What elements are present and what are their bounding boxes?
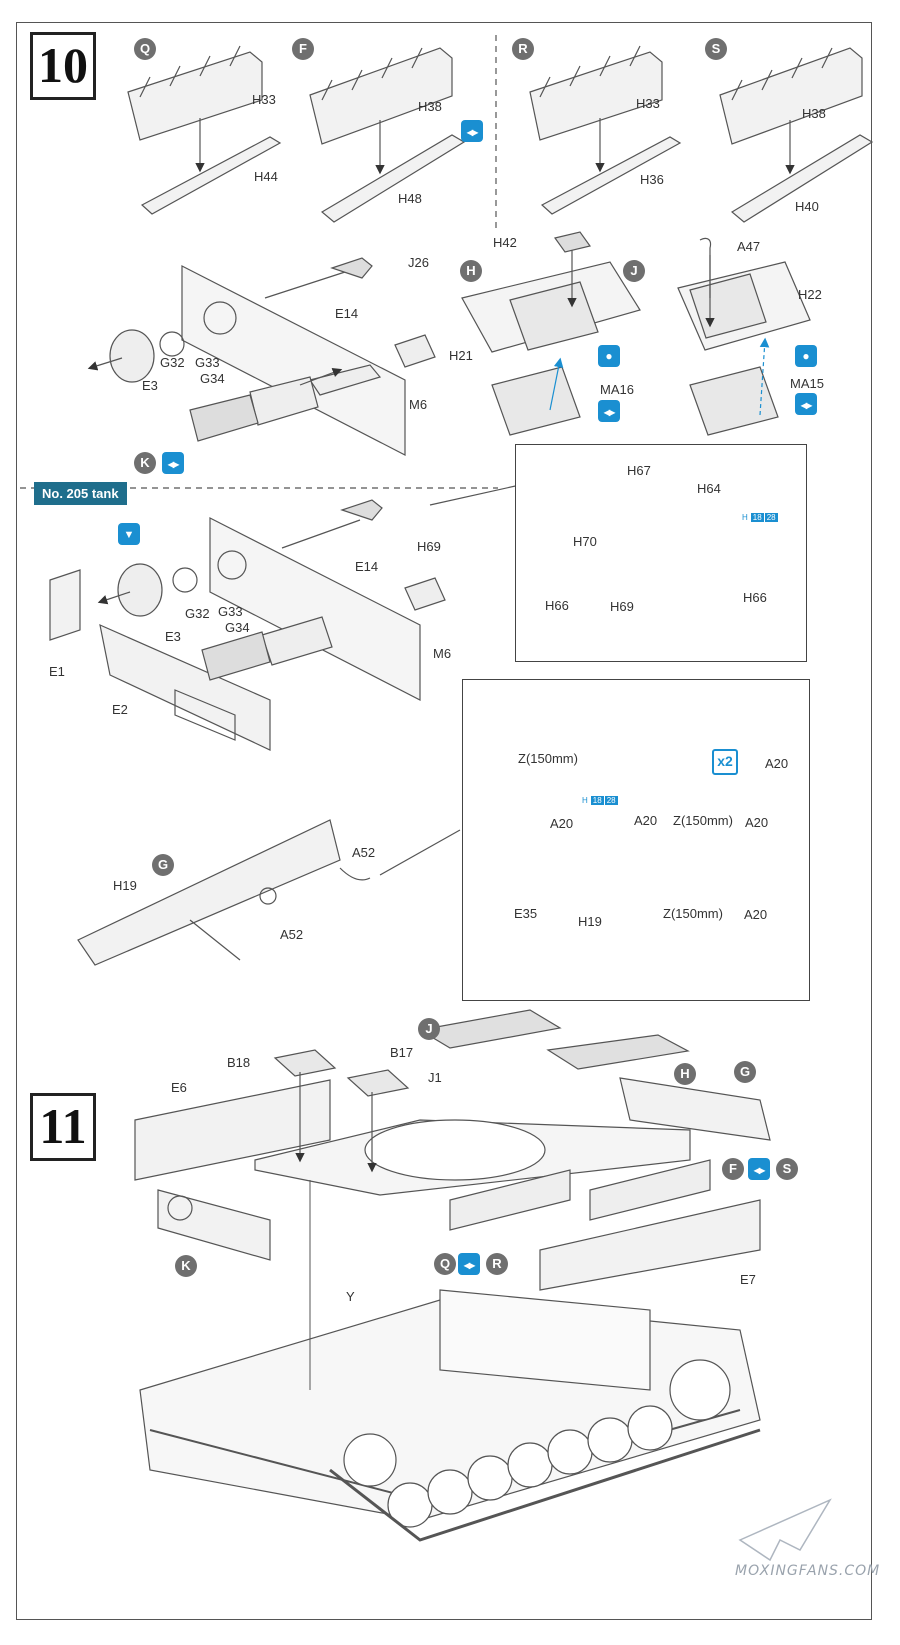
variant-marker-s-step11: S (776, 1158, 798, 1180)
quantity-multiplier: x2 (712, 749, 738, 775)
part-label: H48 (398, 191, 422, 206)
part-label: G32 (185, 606, 210, 621)
part-label: H38 (418, 99, 442, 114)
page-frame (16, 22, 872, 1620)
part-label: H33 (636, 96, 660, 111)
part-label: A20 (634, 813, 658, 828)
part-label: H66 (545, 598, 569, 613)
part-label: H36 (640, 172, 664, 187)
part-label: E2 (112, 702, 128, 717)
part-label: A52 (352, 845, 376, 860)
variant-marker-k: K (134, 452, 156, 474)
part-label: H69 (417, 539, 441, 554)
part-label: H70 (573, 534, 597, 549)
variant-marker-j-step11: J (418, 1018, 440, 1040)
variant-marker-g-step11: G (734, 1061, 756, 1083)
part-label: G33 (218, 604, 243, 619)
part-label: E14 (355, 559, 379, 574)
part-label: E6 (171, 1080, 187, 1095)
variant-marker-f: F (292, 38, 314, 60)
part-label: A52 (280, 927, 304, 942)
variant-marker-r: R (512, 38, 534, 60)
glue-drop-icon (598, 345, 620, 367)
part-label: G32 (160, 355, 185, 370)
part-label: E14 (335, 306, 359, 321)
swap-variant-icon (458, 1253, 480, 1275)
variant-marker-h: H (460, 260, 482, 282)
part-label: H67 (627, 463, 651, 478)
glue-drop-icon (795, 345, 817, 367)
part-label: H21 (449, 348, 473, 363)
part-label: G34 (200, 371, 225, 386)
part-label: H44 (254, 169, 278, 184)
part-label: H40 (795, 199, 819, 214)
part-label: H69 (610, 599, 634, 614)
tank-number-tag: No. 205 tank (34, 482, 127, 505)
step-number-10: 10 (30, 32, 96, 100)
part-label: H66 (743, 590, 767, 605)
part-label: MA16 (600, 382, 634, 397)
part-label: H33 (252, 92, 276, 107)
swap-variant-icon (162, 452, 184, 474)
cable-detail-callout (462, 679, 810, 1001)
part-label: A20 (745, 815, 769, 830)
variant-marker-q: Q (134, 38, 156, 60)
part-label: Z(150mm) (518, 751, 578, 766)
swap-variant-icon (461, 120, 483, 142)
part-label: Z(150mm) (673, 813, 733, 828)
swap-variant-icon (795, 393, 817, 415)
cement-icon (118, 523, 140, 545)
swap-variant-icon (748, 1158, 770, 1180)
variant-marker-k-step11: K (175, 1255, 197, 1277)
part-label: H64 (697, 481, 721, 496)
part-label: H19 (578, 914, 602, 929)
variant-marker-q-step11: Q (434, 1253, 456, 1275)
step-number-11: 11 (30, 1093, 96, 1161)
variant-marker-f-step11: F (722, 1158, 744, 1180)
part-label: E1 (49, 664, 65, 679)
part-label: J26 (408, 255, 429, 270)
part-label: G33 (195, 355, 220, 370)
swap-variant-icon (598, 400, 620, 422)
part-label: H42 (493, 235, 517, 250)
part-label: H19 (113, 878, 137, 893)
part-label: E7 (740, 1272, 756, 1287)
part-label: H38 (802, 106, 826, 121)
part-label: E3 (165, 629, 181, 644)
part-label: G34 (225, 620, 250, 635)
variant-marker-h-step11: H (674, 1063, 696, 1085)
part-label: A20 (765, 756, 789, 771)
variant-marker-g: G (152, 854, 174, 876)
part-label: MA15 (790, 376, 824, 391)
part-label: Y (346, 1289, 355, 1304)
part-label: B18 (227, 1055, 251, 1070)
part-label: M6 (433, 646, 452, 661)
part-label: H22 (798, 287, 822, 302)
part-label: M6 (409, 397, 428, 412)
part-label: E3 (142, 378, 158, 393)
variant-marker-r-step11: R (486, 1253, 508, 1275)
watermark: MOXINGFANS.COM (735, 1563, 881, 1579)
part-label: A20 (744, 907, 768, 922)
part-label: A47 (737, 239, 761, 254)
part-label: A20 (550, 816, 574, 831)
variant-marker-j: J (623, 260, 645, 282)
part-label: Z(150mm) (663, 906, 723, 921)
variant-marker-s: S (705, 38, 727, 60)
part-label: E35 (514, 906, 538, 921)
part-label: B17 (390, 1045, 414, 1060)
mg-detail-callout (515, 444, 807, 662)
part-label: J1 (428, 1070, 442, 1085)
